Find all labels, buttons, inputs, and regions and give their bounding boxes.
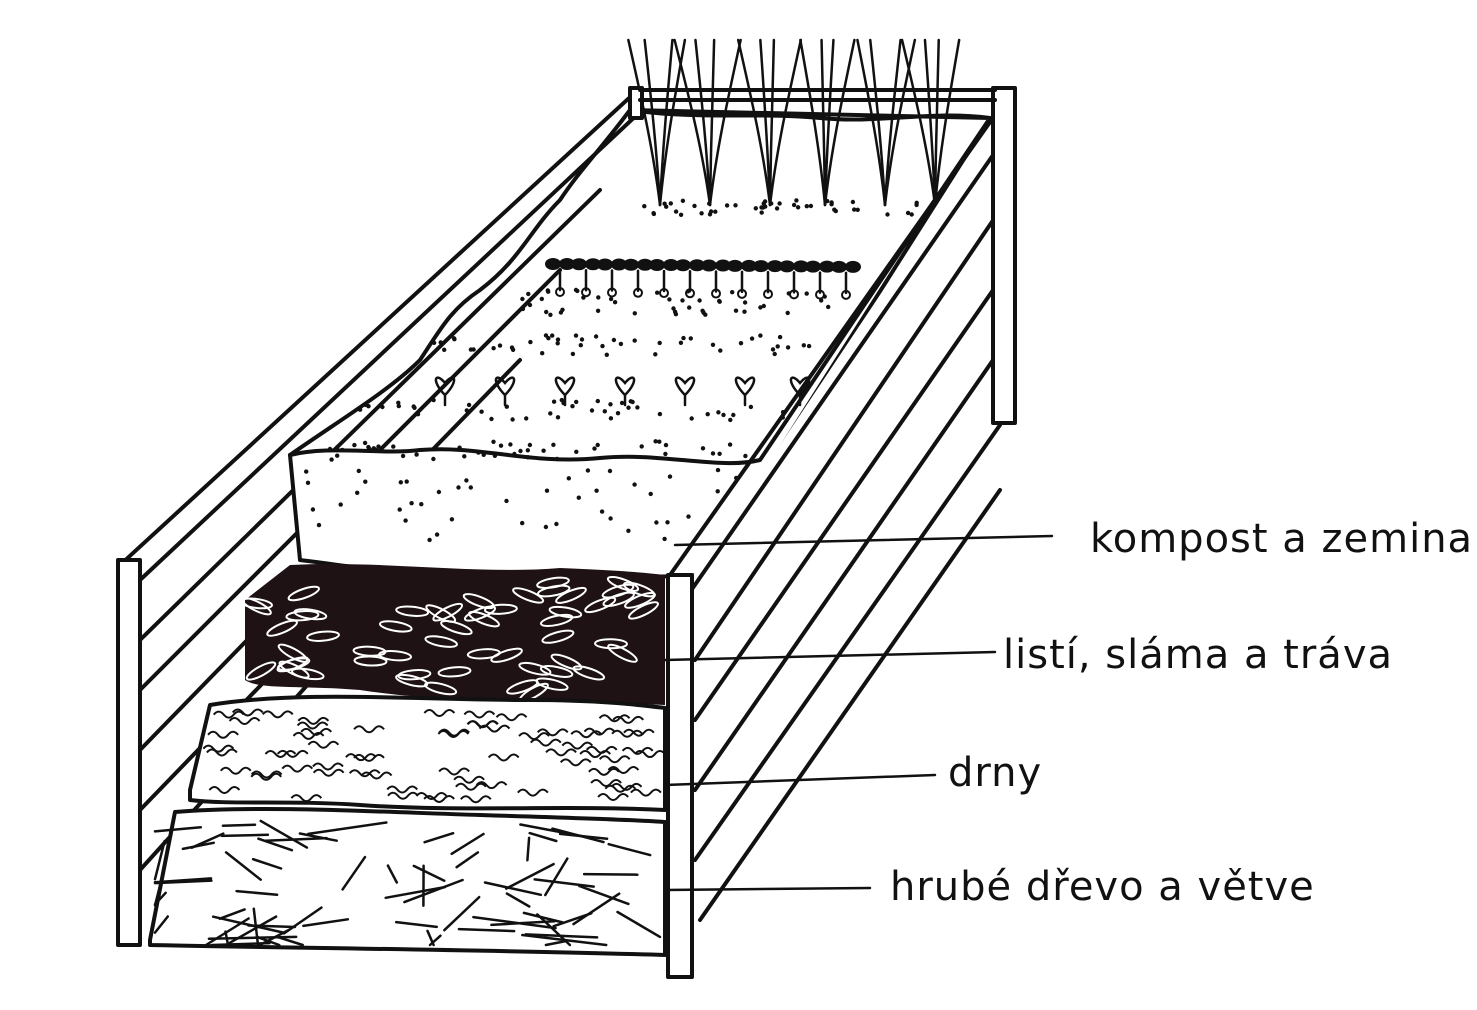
leaf-layer — [240, 564, 665, 705]
bed-left-post — [118, 560, 140, 945]
label-wood: hrubé dřevo a větve — [890, 864, 1315, 910]
bed-front-post — [668, 575, 692, 977]
label-compost: kompost a zemina — [1090, 516, 1473, 562]
layer-labels: kompost a zemina listí, sláma a tráva dr… — [890, 516, 1473, 910]
sod-layer — [190, 697, 665, 810]
label-leaves: listí, sláma a tráva — [1003, 632, 1393, 678]
wood-layer — [150, 809, 665, 955]
onion-plants — [628, 40, 959, 205]
seedling-row-back — [545, 258, 861, 299]
label-sod: drny — [948, 750, 1042, 796]
